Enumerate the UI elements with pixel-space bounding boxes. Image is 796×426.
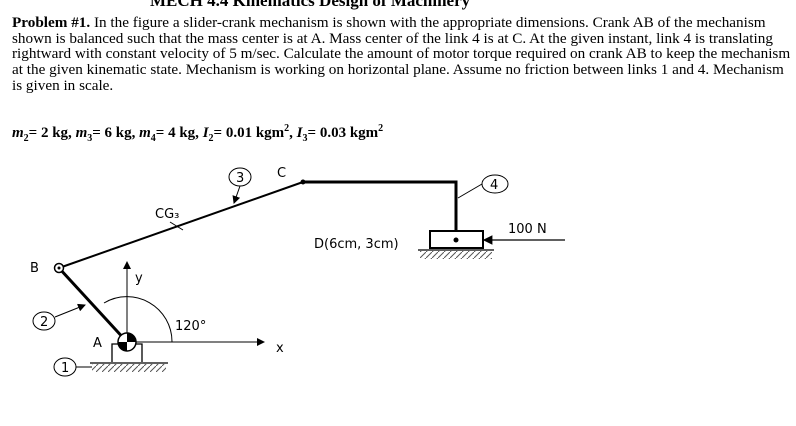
label-cg3: CG₃ [155, 207, 179, 222]
inertia-i3: = 0.03 kgm [307, 125, 379, 141]
joint-a [117, 332, 137, 352]
problem-text: In the figure a slider-crank mechanism i… [12, 14, 791, 94]
label-b: B [30, 261, 39, 276]
mass-m4: = 4 kg, [155, 125, 203, 141]
slider-center [453, 237, 459, 243]
mass-m3: = 6 kg, [92, 125, 140, 141]
label-force: 100 N [508, 222, 547, 237]
balloon-link-4: 4 [457, 174, 509, 199]
balloon-link-2: 2 [32, 303, 86, 331]
slider-ground-hatch [420, 251, 492, 259]
coupler-bc [58, 181, 304, 269]
cg3-leader [169, 221, 184, 231]
inertia-i2: = 0.01 kgm [213, 125, 285, 141]
balloon-link-3: 3 [228, 167, 252, 204]
angle-arc [103, 296, 173, 343]
link-4-arm [303, 180, 458, 232]
label-c: C [277, 166, 286, 181]
label-d: D(6cm, 3cm) [314, 237, 399, 252]
problem-statement: Problem #1. In the figure a slider-crank… [12, 15, 792, 94]
svg-text:3: 3 [236, 171, 244, 186]
mass-m2: = 2 kg, [28, 125, 76, 141]
svg-text:4: 4 [490, 178, 498, 193]
label-angle: 120° [175, 319, 206, 334]
label-a: A [93, 336, 102, 351]
svg-text:2: 2 [40, 315, 48, 330]
joint-c [300, 179, 306, 185]
given-values: m2= 2 kg, m3= 6 kg, m4= 4 kg, I2= 0.01 k… [12, 123, 384, 144]
svg-text:1: 1 [61, 361, 69, 376]
label-x: x [276, 341, 284, 356]
page-header-fragment: MECH 4.4 Kinematics Design of Machinery [150, 0, 471, 10]
problem-title: Problem #1. [12, 14, 91, 31]
balloon-link-1: 1 [53, 357, 92, 377]
crank-ab [57, 266, 129, 344]
label-y: y [135, 271, 143, 286]
joint-b-center [57, 266, 61, 270]
